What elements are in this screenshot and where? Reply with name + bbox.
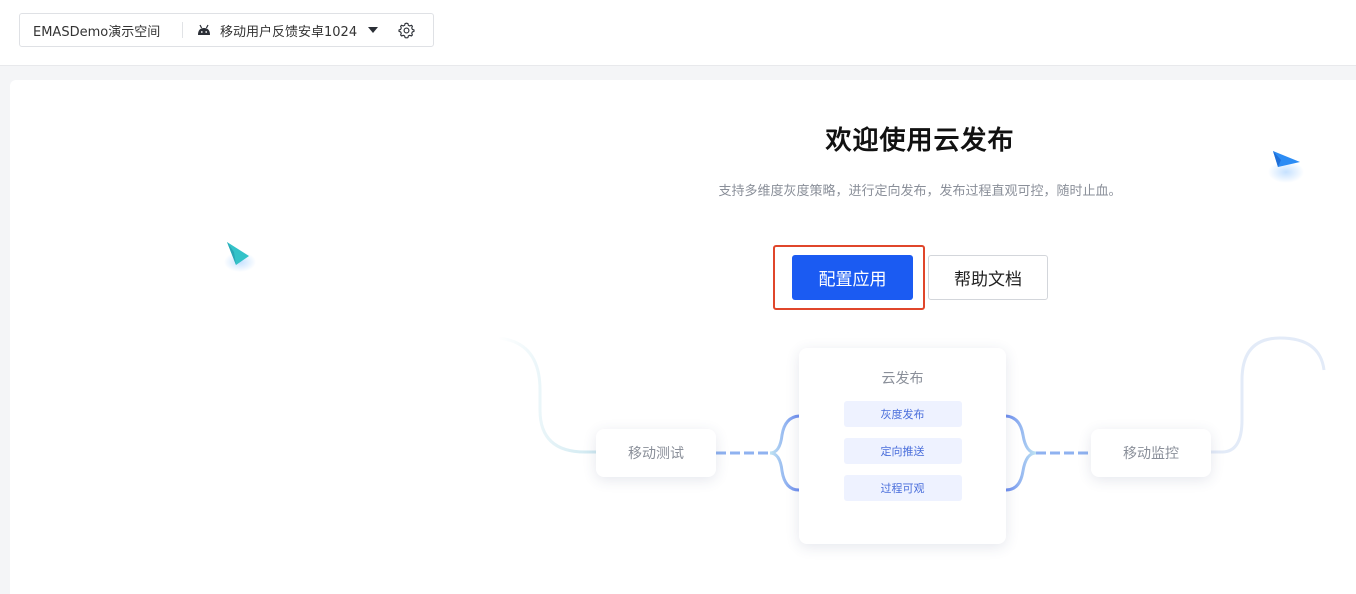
flow-decoration: [224, 151, 1326, 492]
flow-node-mobile-monitoring: 移动监控: [1091, 429, 1211, 477]
feature-list: 灰度发布 定向推送 过程可观: [843, 401, 962, 501]
app-name: 移动用户反馈安卓1024: [220, 24, 358, 40]
help-docs-button[interactable]: 帮助文档: [928, 255, 1048, 300]
highlight-box: [773, 245, 925, 310]
top-bar: EMASDemo演示空间 移动用户反馈安卓1024: [0, 0, 1356, 66]
caret-down-icon: [368, 27, 379, 33]
feature-chip: 灰度发布: [843, 401, 962, 427]
android-icon: [198, 24, 210, 35]
page-subtitle: 支持多维度灰度策略，进行定向发布，发布过程直观可控，随时止血。: [718, 184, 1122, 199]
configure-app-button[interactable]: 配置应用: [792, 255, 913, 300]
flow-node-title: 云发布: [881, 371, 924, 387]
gear-icon[interactable]: [398, 22, 415, 39]
app-selector[interactable]: 移动用户反馈安卓1024: [197, 21, 379, 40]
welcome-panel: 欢迎使用云发布 支持多维度灰度策略，进行定向发布，发布过程直观可控，随时止血。 …: [10, 80, 1356, 594]
feature-chip: 定向推送: [843, 438, 962, 464]
workspace-selector[interactable]: EMASDemo演示空间: [33, 24, 161, 40]
switcher-divider: [182, 22, 183, 38]
flow-node-cloud-release: 云发布 灰度发布 定向推送 过程可观: [799, 348, 1006, 544]
app-switcher: EMASDemo演示空间 移动用户反馈安卓1024: [19, 13, 434, 47]
feature-chip: 过程可观: [843, 475, 962, 501]
page-title: 欢迎使用云发布: [825, 126, 1015, 156]
flow-node-mobile-testing: 移动测试: [596, 429, 716, 477]
